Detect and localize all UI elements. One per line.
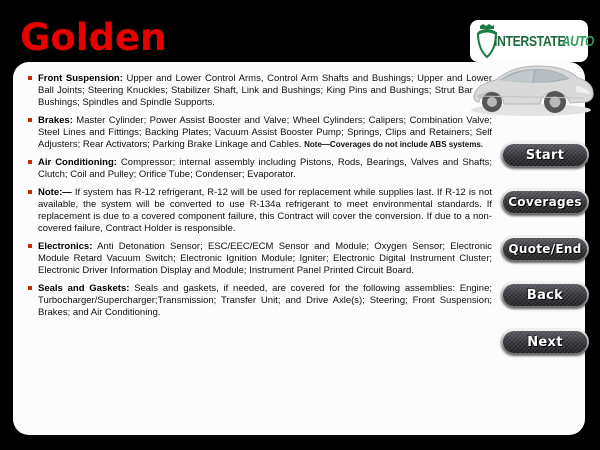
bullet-header: Note:— bbox=[38, 187, 72, 198]
coverages-button-face: Coverages bbox=[503, 191, 587, 213]
bullet-note: Note—Coverages do not include ABS system… bbox=[304, 140, 483, 149]
coverages-button-label: Coverages bbox=[508, 195, 582, 209]
back-button-label: Back bbox=[526, 287, 564, 303]
next-button[interactable]: Next bbox=[501, 329, 589, 355]
interstate-auto-logo: INTERSTATEAUTO bbox=[470, 20, 594, 62]
bullet-square-icon bbox=[28, 118, 32, 122]
next-button-label: Next bbox=[527, 334, 563, 350]
list-item-air-conditioning: Air Conditioning: Compressor; internal a… bbox=[28, 157, 492, 181]
list-item-front-suspension: Front Suspension: Upper and Lower Contro… bbox=[28, 73, 492, 109]
logo-text-auto: AUTO bbox=[561, 33, 595, 50]
bullet-header: Air Conditioning: bbox=[38, 157, 117, 168]
bullet-header: Seals and Gaskets: bbox=[38, 283, 130, 294]
bullet-body: Compressor; internal assembly including … bbox=[38, 157, 492, 180]
page-title: Golden bbox=[20, 16, 167, 59]
bullet-header: Electronics: bbox=[38, 241, 93, 252]
bullet-body: Anti Detonation Sensor; ESC/EEC/ECM Sens… bbox=[38, 241, 492, 276]
bullet-square-icon bbox=[28, 160, 32, 164]
list-item-seals-gaskets: Seals and Gaskets: Seals and gaskets, if… bbox=[28, 283, 492, 319]
coverages-button[interactable]: Coverages bbox=[501, 189, 589, 215]
list-item-electronics: Electronics: Anti Detonation Sensor; ESC… bbox=[28, 241, 492, 277]
start-button[interactable]: Start bbox=[501, 142, 589, 168]
bullet-body: Upper and Lower Control Arms, Control Ar… bbox=[38, 73, 492, 108]
start-button-face: Start bbox=[503, 144, 587, 166]
back-button[interactable]: Back bbox=[501, 282, 589, 308]
list-item-brakes: Brakes: Master Cylinder; Power Assist Bo… bbox=[28, 115, 492, 151]
car-image bbox=[471, 65, 594, 116]
bullet-body: Seals and gaskets, if needed, are covere… bbox=[38, 283, 492, 318]
bullet-body: If system has R-12 refrigerant, R-12 wil… bbox=[38, 187, 492, 234]
quote-end-button-label: Quote/End bbox=[508, 242, 582, 256]
coverage-list: Front Suspension: Upper and Lower Contro… bbox=[28, 73, 492, 325]
quote-end-button-face: Quote/End bbox=[503, 238, 587, 260]
start-button-label: Start bbox=[525, 147, 565, 163]
coverage-panel: Front Suspension: Upper and Lower Contro… bbox=[13, 62, 585, 435]
bullet-square-icon bbox=[28, 244, 32, 248]
logo-wordmark: INTERSTATEAUTO bbox=[494, 33, 600, 51]
list-item-refrigerant-note: Note:— If system has R-12 refrigerant, R… bbox=[28, 187, 492, 235]
bullet-header: Front Suspension: bbox=[38, 73, 123, 84]
bullet-square-icon bbox=[28, 286, 32, 290]
bullet-square-icon bbox=[28, 76, 32, 80]
logo-text-interstate: INTERSTATE bbox=[494, 33, 566, 50]
bullet-square-icon bbox=[28, 190, 32, 194]
next-button-face: Next bbox=[503, 331, 587, 353]
quote-end-button[interactable]: Quote/End bbox=[501, 236, 589, 262]
back-button-face: Back bbox=[503, 284, 587, 306]
bullet-header: Brakes: bbox=[38, 115, 73, 126]
bullet-body: Master Cylinder; Power Assist Booster an… bbox=[38, 115, 493, 150]
interstate-shield-icon bbox=[477, 24, 498, 59]
